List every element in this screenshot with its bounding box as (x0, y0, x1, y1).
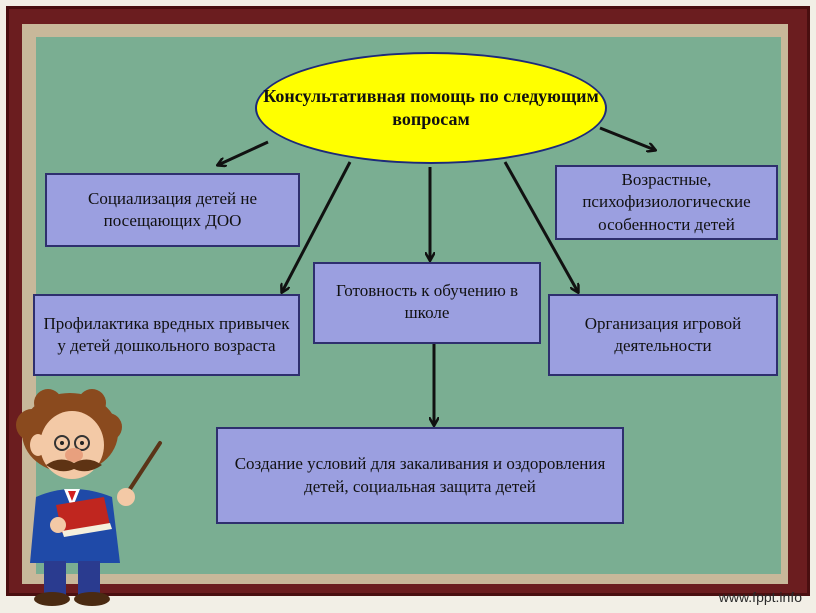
arrow-to-age-features (599, 126, 655, 150)
box-prevention-label: Профилактика вредных привычек у детей до… (43, 313, 290, 355)
center-topic-label: Консультативная помощь по следующим вопр… (263, 85, 599, 129)
professor-icon (16, 389, 162, 606)
arrow-to-socialization (218, 140, 269, 165)
box-play-activity: Организация игровой деятельности (548, 294, 778, 376)
box-school-readiness: Готовность к обучению в школе (313, 262, 541, 344)
box-school-readiness-label: Готовность к обучению в школе (335, 281, 519, 323)
box-prevention: Профилактика вредных привычек у детей до… (33, 294, 300, 376)
box-play-activity-label: Организация игровой деятельности (584, 313, 742, 355)
center-topic: Консультативная помощь по следующим вопр… (255, 52, 607, 164)
box-hardening-label: Создание условий для закаливания и оздор… (234, 454, 606, 496)
box-socialization-label: Социализация детей не посещающих ДОО (88, 188, 257, 230)
arrow-to-play-activity (503, 161, 578, 292)
box-hardening: Создание условий для закаливания и оздор… (216, 427, 624, 524)
box-age-features: Возрастные, психофизиологические особенн… (555, 165, 778, 240)
box-socialization: Социализация детей не посещающих ДОО (45, 173, 300, 247)
watermark: www.fppt.info (718, 589, 802, 605)
arrow-to-prevention (282, 161, 352, 292)
box-age-features-label: Возрастные, психофизиологические особенн… (582, 170, 751, 234)
